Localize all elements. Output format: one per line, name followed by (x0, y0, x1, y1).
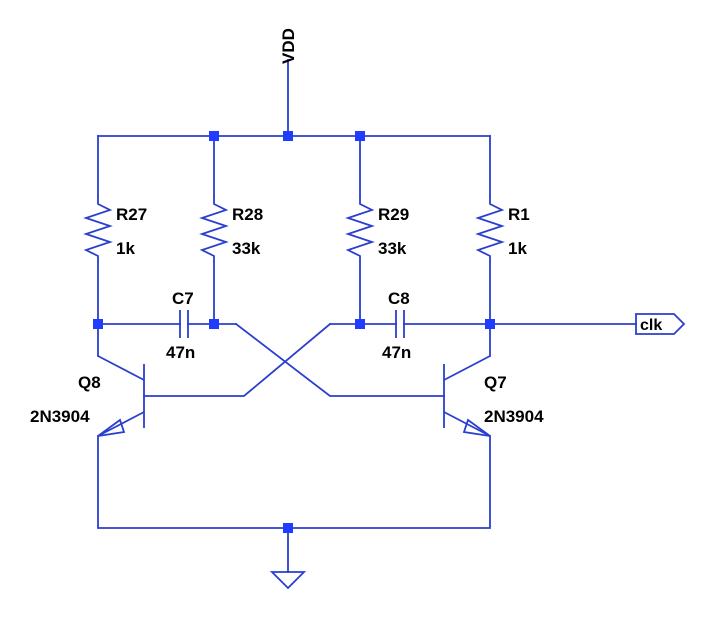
clk-net-label: clk (635, 313, 686, 335)
junctions (93, 131, 495, 533)
cross-wire-to-q8-base (143, 322, 332, 397)
junction-dot (93, 319, 103, 329)
cross-wire-to-q7-base (234, 322, 445, 397)
junction-dot (355, 131, 365, 141)
r28-value-label: 33k (232, 239, 261, 258)
bottom-rail-wire (97, 435, 491, 529)
c7-value-label: 47n (166, 343, 195, 362)
r1-ref-label: R1 (508, 205, 530, 224)
wires (97, 59, 637, 573)
r28-ref-label: R28 (232, 205, 263, 224)
r1-value-label: 1k (508, 239, 527, 258)
r29-value-label: 33k (378, 239, 407, 258)
clk-label: clk (640, 317, 662, 334)
resistor-zigzag-icon (83, 196, 113, 262)
resistor-r28 (199, 196, 229, 262)
junction-dot (283, 131, 293, 141)
resistor-zigzag-icon (345, 196, 375, 262)
q8-model-label: 2N3904 (30, 407, 90, 426)
net-label-arrow-icon (635, 313, 686, 335)
c8-ref-label: C8 (388, 289, 410, 308)
junction-dot (209, 319, 219, 329)
junction-dot (485, 319, 495, 329)
resistor-r27 (83, 196, 113, 262)
c8-value-label: 47n (382, 343, 411, 362)
vdd-label: VDD (279, 28, 298, 64)
capacitor-icon (179, 310, 189, 338)
q7-ref-label: Q7 (484, 373, 507, 392)
capacitor-icon (395, 310, 405, 338)
npn-transistor-icon (443, 355, 491, 437)
junction-dot (355, 319, 365, 329)
ground-icon (269, 571, 307, 590)
junction-dot (283, 523, 293, 533)
resistor-zigzag-icon (199, 196, 229, 262)
resistor-r1 (475, 196, 505, 262)
capacitor-c7 (179, 310, 189, 338)
r27-ref-label: R27 (116, 205, 147, 224)
transistor-q8 (97, 355, 145, 437)
transistor-q7 (443, 355, 491, 437)
c7-ref-label: C7 (172, 289, 194, 308)
junction-dot (209, 131, 219, 141)
q8-ref-label: Q8 (78, 373, 101, 392)
resistor-r29 (345, 196, 375, 262)
q7-model-label: 2N3904 (484, 407, 544, 426)
r29-ref-label: R29 (378, 205, 409, 224)
resistor-zigzag-icon (475, 196, 505, 262)
capacitor-c8 (395, 310, 405, 338)
npn-transistor-icon (97, 355, 145, 437)
r27-value-label: 1k (116, 239, 135, 258)
